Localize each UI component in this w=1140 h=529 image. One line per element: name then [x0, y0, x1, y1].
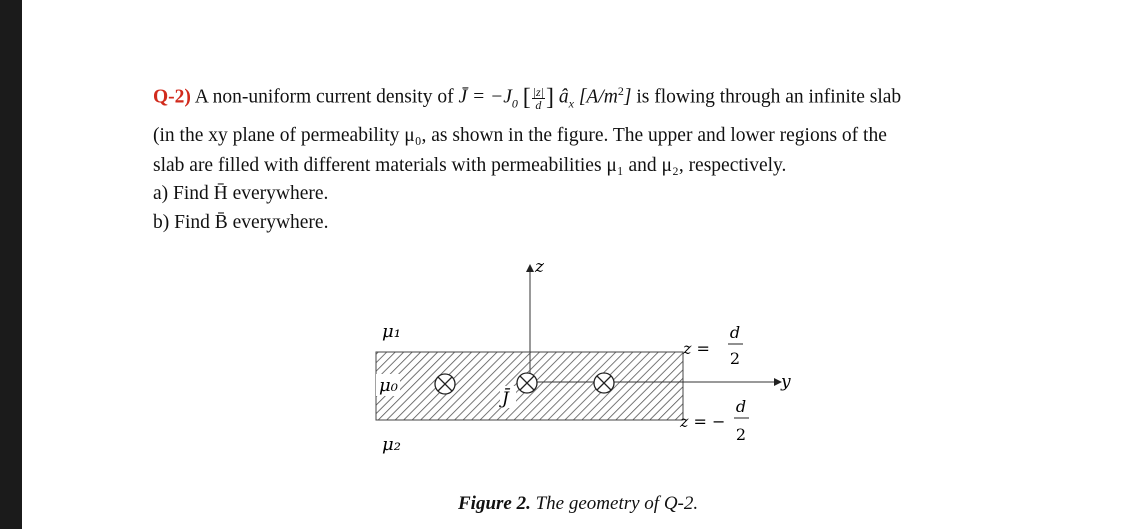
current-density-symbol: J̄: [458, 86, 468, 108]
mu0-label: μ₀: [379, 375, 398, 396]
units-close: ]: [623, 86, 632, 108]
question-part-a: a) Find H̄ everywhere.: [153, 183, 329, 205]
current-density-label: J̄: [499, 387, 510, 409]
lower-boundary-denominator: 2: [736, 425, 746, 444]
j0-subscript: 0: [511, 96, 518, 111]
abs-z-over-d-fraction: |z|d: [531, 84, 546, 112]
question-part-b: b) Find B̄ everywhere.: [153, 212, 329, 234]
upper-boundary-denominator: 2: [730, 349, 740, 368]
current-into-page-icon: [434, 373, 456, 395]
question-intro: A non-uniform current density of: [194, 86, 454, 108]
current-into-page-icon: [593, 372, 615, 394]
mu1-label: μ₁: [382, 321, 401, 342]
figure-caption: Figure 2. The geometry of Q-2.: [458, 493, 698, 515]
z-axis-label: z: [534, 257, 545, 277]
equals-minus-j: = −J: [472, 86, 512, 108]
question-label: Q-2): [153, 86, 191, 108]
mu0-label-background: [376, 374, 400, 396]
fraction-numerator: |z|: [531, 84, 546, 99]
question-line-2: (in the xy plane of permeability μ₀, as …: [153, 125, 887, 147]
upper-boundary-z: z =: [682, 339, 710, 358]
lower-boundary-numerator: d: [736, 397, 746, 416]
units-superscript: 2: [617, 84, 624, 98]
figure-caption-text: The geometry of Q-2.: [535, 493, 699, 514]
question-text: Q-2) A non-uniform current density of J̄…: [153, 76, 1053, 238]
units: [A/m: [578, 86, 618, 108]
y-axis-label: y: [780, 372, 791, 392]
fraction-denominator: d: [535, 97, 542, 112]
question-line-3: slab are filled with different materials…: [153, 155, 787, 177]
unit-vector-subscript: x: [568, 96, 574, 111]
unit-vector: â: [558, 86, 569, 108]
lower-boundary-z: z = −: [679, 412, 725, 431]
figure-caption-prefix: Figure 2.: [458, 493, 531, 514]
question-line-1: Q-2) A non-uniform current density of J̄…: [153, 76, 1053, 119]
left-edge-bar: [0, 0, 22, 529]
j-label-background: [500, 386, 516, 408]
right-bracket: ]: [546, 84, 555, 111]
current-into-page-icon: [516, 372, 538, 394]
question-line-1-end: is flowing through an infinite slab: [636, 86, 902, 108]
left-bracket: [: [522, 84, 531, 111]
upper-boundary-numerator: d: [730, 323, 740, 342]
mu2-label: μ₂: [382, 434, 401, 455]
